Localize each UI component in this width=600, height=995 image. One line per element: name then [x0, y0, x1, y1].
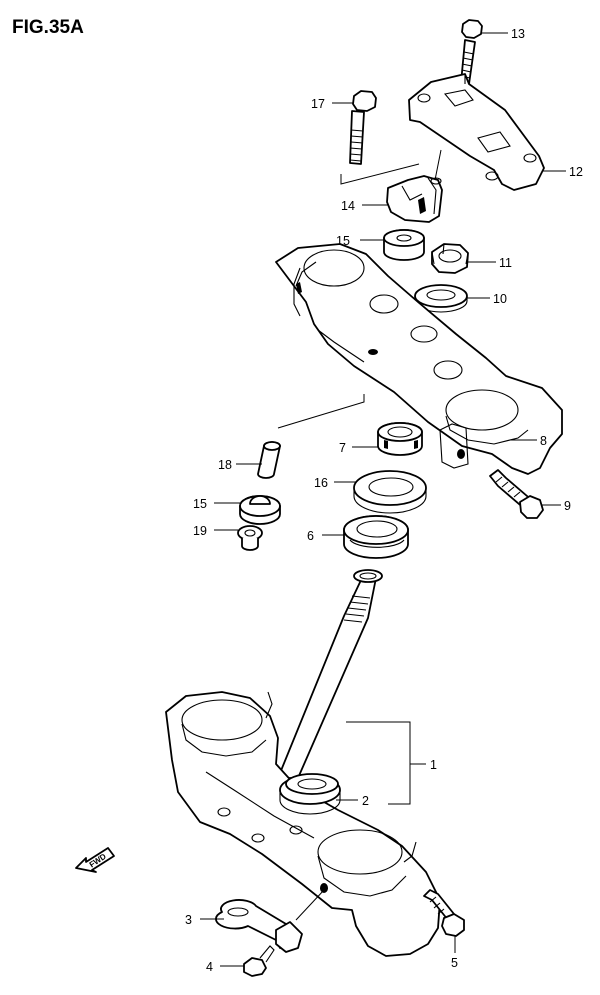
assembly-guide-upper	[340, 149, 442, 185]
callout-1: 1	[430, 758, 437, 772]
callout-6: 6	[307, 529, 314, 543]
part-19-collar	[237, 525, 263, 551]
callout-16: 16	[314, 476, 328, 490]
callout-10: 10	[493, 292, 507, 306]
part-12-handlebar-clamp	[408, 73, 545, 191]
callout-2: 2	[362, 794, 369, 808]
callout-19: 19	[193, 524, 207, 538]
assembly-guide-pin	[277, 394, 365, 429]
part-5-bolt	[423, 889, 465, 937]
part-4-screw	[243, 945, 275, 977]
part-7-steering-nut	[377, 422, 423, 456]
part-9-bolt	[489, 469, 544, 519]
fwd-arrow-icon: FWD	[75, 847, 115, 873]
callout-12: 12	[569, 165, 583, 179]
callout-18: 18	[218, 458, 232, 472]
callout-7: 7	[339, 441, 346, 455]
part-3-hose-clamp	[215, 889, 325, 953]
callout-14: 14	[341, 199, 355, 213]
callout-5: 5	[451, 956, 458, 970]
callout-9: 9	[564, 499, 571, 513]
part-16-dust-seal	[353, 470, 427, 514]
part-15-upper-cushion	[383, 229, 425, 261]
part-1-steering-stem	[165, 569, 441, 957]
callout-4: 4	[206, 960, 213, 974]
part-17-bolt	[349, 90, 377, 165]
callout-3: 3	[185, 913, 192, 927]
part-15-lower-cushion	[239, 495, 281, 525]
callout-11: 11	[499, 256, 512, 270]
part-14-handlebar-holder	[386, 175, 443, 223]
part-8-upper-bracket	[275, 243, 563, 475]
callout-13: 13	[511, 27, 525, 41]
part-18-pin	[257, 441, 281, 479]
figure-title: FIG.35A	[12, 17, 84, 38]
part-6-bearing	[343, 515, 409, 559]
callout-15-lower: 15	[193, 497, 207, 511]
part-11-nut	[431, 243, 469, 274]
part-2-seal	[285, 773, 339, 795]
callout-17: 17	[311, 97, 325, 111]
callout-8: 8	[540, 434, 547, 448]
leader-1-bracket	[346, 721, 411, 805]
